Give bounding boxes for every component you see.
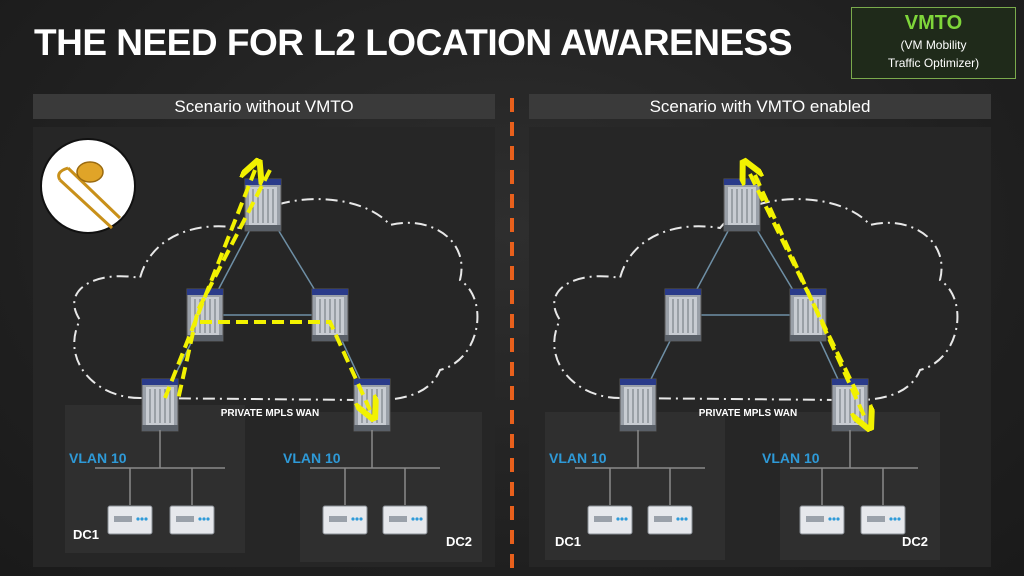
dc2-area-right — [780, 412, 940, 560]
left-wan-cloud — [73, 198, 479, 402]
left-dc1-vlan-label: VLAN 10 — [69, 450, 127, 466]
slide-title: THE NEED FOR L2 LOCATION AWARENESS — [34, 22, 793, 63]
right-vlan-lines — [575, 430, 918, 505]
vmto-title: VMTO — [904, 12, 963, 34]
left-vlan-lines — [95, 430, 440, 505]
right-dc1-label: DC1 — [555, 534, 581, 549]
dc1-server-1-right — [587, 505, 633, 535]
dc1-server-2 — [169, 505, 215, 535]
router-core-left-right — [664, 288, 702, 342]
vmto-legend-box: VMTO (VM Mobility Traffic Optimizer) — [851, 7, 1016, 79]
right-traffic-path — [748, 170, 866, 420]
dc2-server-1 — [322, 505, 368, 535]
vmto-subtitle-line2: Traffic Optimizer) — [887, 56, 980, 70]
dc1-server-2-right — [647, 505, 693, 535]
left-scenario-header: Scenario without VMTO — [33, 94, 495, 119]
dc2-server-2 — [382, 505, 428, 535]
dc2-area — [300, 412, 482, 562]
left-traffic-path — [163, 170, 370, 410]
vmto-subtitle-line1: (VM Mobility — [900, 38, 967, 52]
right-diagram: PRIVATE MPLS WAN VLAN 10 VLAN 10 DC1 DC2 — [545, 170, 959, 560]
left-diagram: PRIVATE MPLS WAN VLAN 10 VLAN 10 DC1 DC2 — [40, 138, 482, 562]
router-dc2-edge-right — [831, 378, 869, 432]
dc2-server-2-right — [860, 505, 906, 535]
router-core-right — [311, 288, 349, 342]
right-wan-cloud — [553, 198, 959, 402]
left-dc2-label: DC2 — [446, 534, 472, 549]
router-dc1-edge — [141, 378, 179, 432]
dc1-server-1 — [107, 505, 153, 535]
router-core-top-right — [723, 178, 761, 232]
trombone-icon — [40, 138, 136, 234]
right-dc1-vlan-label: VLAN 10 — [549, 450, 607, 466]
dc2-server-1-right — [799, 505, 845, 535]
left-wan-label: PRIVATE MPLS WAN — [221, 408, 320, 419]
left-dc1-label: DC1 — [73, 527, 99, 542]
right-scenario-header: Scenario with VMTO enabled — [529, 94, 991, 119]
dc1-area-right — [545, 412, 725, 560]
right-dc2-vlan-label: VLAN 10 — [762, 450, 820, 466]
left-dc2-vlan-label: VLAN 10 — [283, 450, 341, 466]
right-wan-label: PRIVATE MPLS WAN — [699, 408, 798, 419]
router-dc1-edge-right — [619, 378, 657, 432]
right-dc2-label: DC2 — [902, 534, 928, 549]
